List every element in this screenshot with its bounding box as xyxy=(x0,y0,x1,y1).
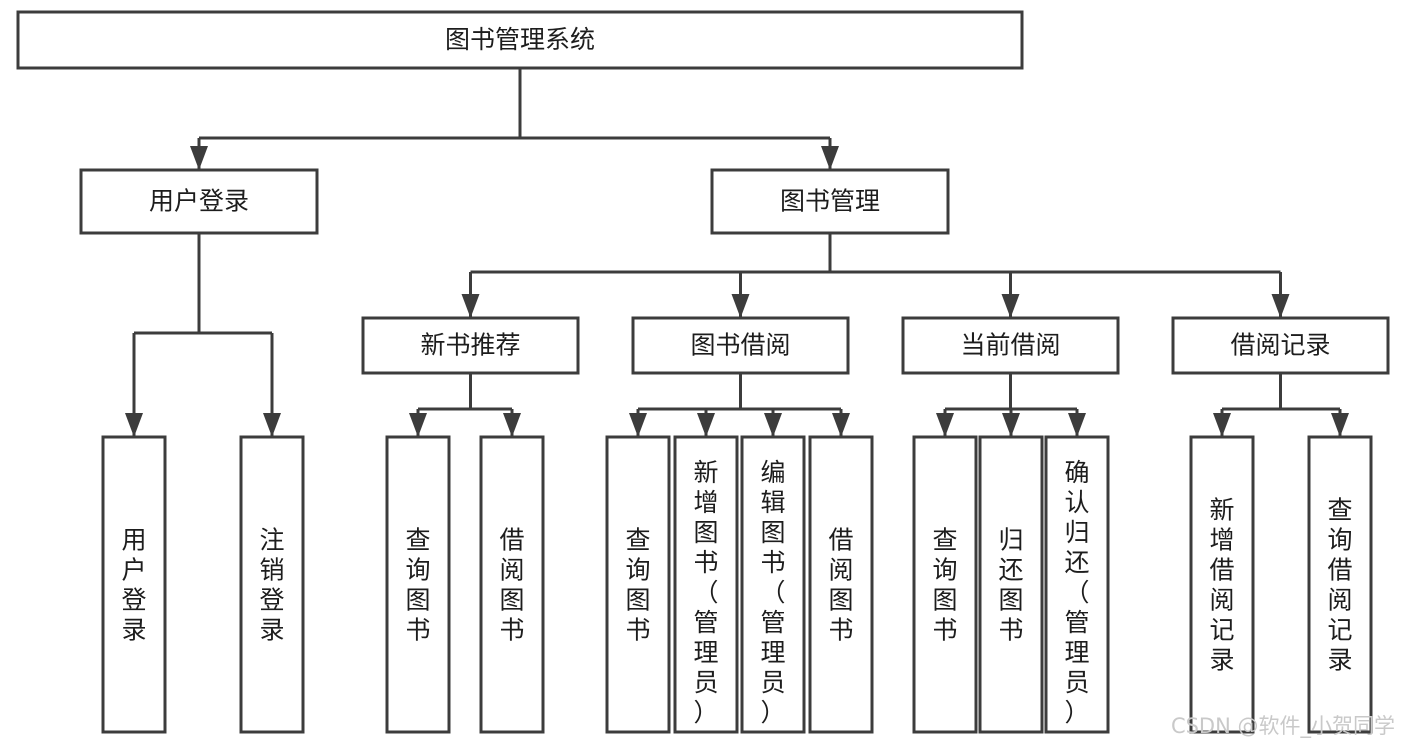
level3-0-to-leaves-arrow-0 xyxy=(409,413,427,437)
level3-1-to-leaves-arrow-3 xyxy=(832,413,850,437)
leaf-node-1-注销登录-label: 注销登录 xyxy=(259,526,284,645)
leaf-node-12-查询借阅记录-box xyxy=(1307,435,1373,734)
leaf-node-5-新增图书（管理员）[interactable]: 新增图书（管理员） xyxy=(673,435,739,734)
level3-node-图书借阅-label: 图书借阅 xyxy=(690,331,790,360)
leaf-node-6-编辑图书（管理员）[interactable]: 编辑图书（管理员） xyxy=(740,435,806,734)
leaf-node-0-用户登录[interactable]: 用户登录 xyxy=(101,435,167,734)
leaf-node-7-借阅图书[interactable]: 借阅图书 xyxy=(808,435,874,734)
csdn-watermark: CSDN @软件_小贺同学 xyxy=(1171,714,1395,739)
level3-node-图书借阅-box xyxy=(631,316,850,375)
leaf-node-2-查询图书[interactable]: 查询图书 xyxy=(385,435,451,734)
leaf-node-12-查询借阅记录[interactable]: 查询借阅记录 xyxy=(1307,435,1373,734)
level3-node-当前借阅[interactable]: 当前借阅 xyxy=(901,316,1120,375)
leaf-node-8-查询图书-box xyxy=(912,435,978,734)
book-mgmt-to-level3-arrow-2 xyxy=(1001,294,1020,318)
level2-node-图书管理-box xyxy=(710,168,950,235)
connector-layer xyxy=(125,68,1349,437)
level3-3-to-leaves-arrow-1 xyxy=(1331,413,1349,437)
root-node-图书管理系统-box xyxy=(16,10,1024,70)
leaf-node-9-归还图书[interactable]: 归还图书 xyxy=(978,435,1044,734)
leaf-node-8-查询图书-label: 查询图书 xyxy=(932,526,957,645)
leaf-node-6-编辑图书（管理员）-box xyxy=(740,435,806,734)
leaf-node-8-查询图书[interactable]: 查询图书 xyxy=(912,435,978,734)
user-login-to-leaves-arrow-1 xyxy=(263,413,281,437)
leaf-node-9-归还图书-box xyxy=(978,435,1044,734)
root-node-图书管理系统[interactable]: 图书管理系统 xyxy=(16,10,1024,70)
root-node-图书管理系统-label: 图书管理系统 xyxy=(445,25,595,54)
level2-node-图书管理-label: 图书管理 xyxy=(780,187,880,216)
leaf-node-1-注销登录[interactable]: 注销登录 xyxy=(239,435,305,734)
level2-node-图书管理[interactable]: 图书管理 xyxy=(710,168,950,235)
level3-1-to-leaves-arrow-1 xyxy=(697,413,715,437)
leaf-node-4-查询图书-box xyxy=(605,435,671,734)
leaf-node-7-借阅图书-label: 借阅图书 xyxy=(828,526,853,645)
level3-node-当前借阅-label: 当前借阅 xyxy=(960,331,1060,360)
level3-node-图书借阅[interactable]: 图书借阅 xyxy=(631,316,850,375)
leaf-node-1-注销登录-box xyxy=(239,435,305,734)
leaf-node-0-用户登录-label: 用户登录 xyxy=(121,526,146,645)
leaf-node-3-借阅图书-label: 借阅图书 xyxy=(499,526,524,645)
leaf-node-5-新增图书（管理员）-box xyxy=(673,435,739,734)
leaf-node-4-查询图书[interactable]: 查询图书 xyxy=(605,435,671,734)
book-mgmt-to-level3-arrow-3 xyxy=(1271,294,1290,318)
level3-2-to-leaves-arrow-0 xyxy=(936,413,954,437)
level3-3-to-leaves-arrow-0 xyxy=(1213,413,1231,437)
leaf-node-11-新增借阅记录[interactable]: 新增借阅记录 xyxy=(1189,435,1255,734)
leaf-node-0-用户登录-box xyxy=(101,435,167,734)
book-mgmt-to-level3-arrow-1 xyxy=(731,294,750,318)
leaf-node-3-借阅图书-box xyxy=(479,435,545,734)
leaf-node-6-编辑图书（管理员）-label: 编辑图书（管理员） xyxy=(760,458,785,727)
level3-node-借阅记录-label: 借阅记录 xyxy=(1230,331,1330,360)
level3-node-新书推荐-box xyxy=(361,316,580,375)
root-to-level2-arrow-1 xyxy=(821,146,839,170)
leaf-node-9-归还图书-label: 归还图书 xyxy=(998,526,1023,645)
level2-node-用户登录-box xyxy=(79,168,319,235)
leaf-node-4-查询图书-label: 查询图书 xyxy=(625,526,650,645)
root-to-level2-arrow-0 xyxy=(190,146,208,170)
leaf-node-2-查询图书-box xyxy=(385,435,451,734)
node-layer: 图书管理系统用户登录图书管理新书推荐图书借阅当前借阅借阅记录用户登录注销登录查询… xyxy=(16,10,1390,734)
leaf-node-10-确认归还（管理员）-label: 确认归还（管理员） xyxy=(1064,458,1089,727)
level2-node-用户登录[interactable]: 用户登录 xyxy=(79,168,319,235)
leaf-node-10-确认归还（管理员）[interactable]: 确认归还（管理员） xyxy=(1044,435,1110,734)
level3-node-新书推荐[interactable]: 新书推荐 xyxy=(361,316,580,375)
leaf-node-10-确认归还（管理员）-box xyxy=(1044,435,1110,734)
leaf-node-11-新增借阅记录-label: 新增借阅记录 xyxy=(1209,496,1234,675)
level3-0-to-leaves-arrow-1 xyxy=(503,413,521,437)
level3-node-当前借阅-box xyxy=(901,316,1120,375)
leaf-node-11-新增借阅记录-box xyxy=(1189,435,1255,734)
leaf-node-2-查询图书-label: 查询图书 xyxy=(405,526,430,645)
leaf-node-12-查询借阅记录-label: 查询借阅记录 xyxy=(1327,496,1352,675)
level2-node-用户登录-label: 用户登录 xyxy=(149,187,249,216)
level3-node-借阅记录[interactable]: 借阅记录 xyxy=(1171,316,1390,375)
level3-node-新书推荐-label: 新书推荐 xyxy=(420,331,520,360)
level3-2-to-leaves-arrow-2 xyxy=(1068,413,1086,437)
book-mgmt-to-level3-arrow-0 xyxy=(461,294,480,318)
leaf-node-7-借阅图书-box xyxy=(808,435,874,734)
level3-2-to-leaves-arrow-1 xyxy=(1002,413,1020,437)
user-login-to-leaves-arrow-0 xyxy=(125,413,143,437)
leaf-node-3-借阅图书[interactable]: 借阅图书 xyxy=(479,435,545,734)
level3-1-to-leaves-arrow-2 xyxy=(764,413,782,437)
level3-node-借阅记录-box xyxy=(1171,316,1390,375)
level3-1-to-leaves-arrow-0 xyxy=(629,413,647,437)
leaf-node-5-新增图书（管理员）-label: 新增图书（管理员） xyxy=(693,458,718,727)
